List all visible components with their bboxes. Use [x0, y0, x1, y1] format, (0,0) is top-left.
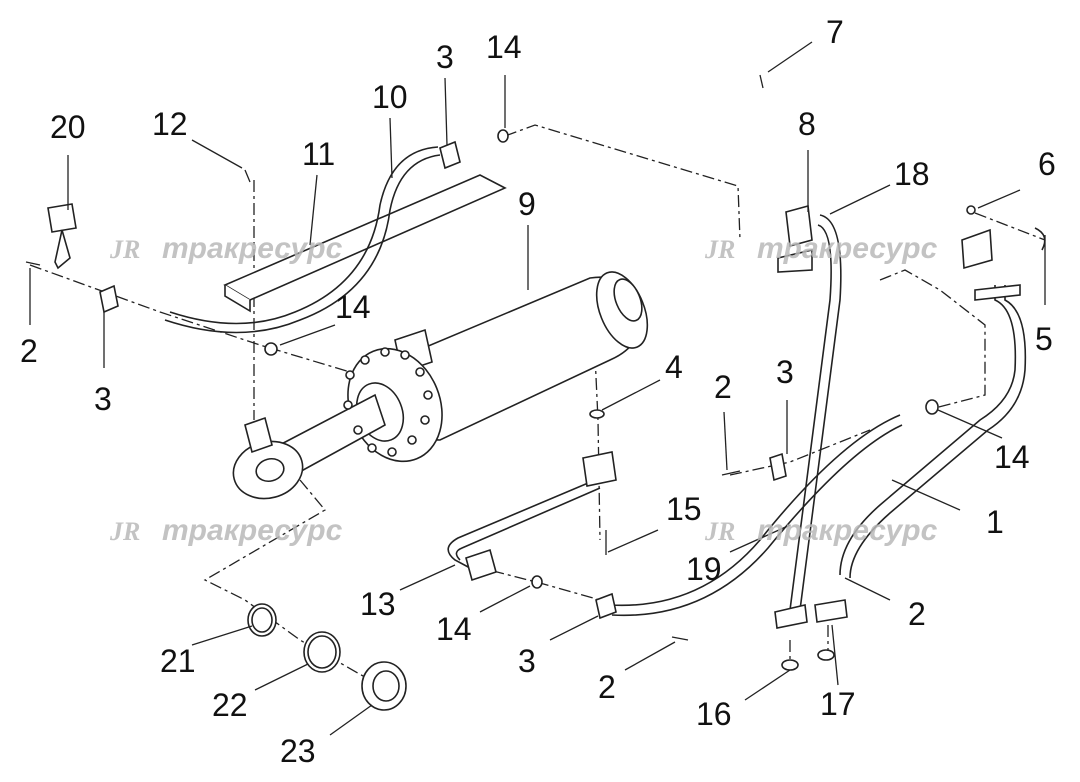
- callout-14-bottom: 14: [436, 611, 472, 647]
- watermark-1: JR тракресурс: [109, 232, 343, 265]
- callout-22: 22: [212, 687, 248, 723]
- callout-3-bottom: 3: [518, 643, 536, 679]
- svg-text:тракресурс: тракресурс: [162, 232, 343, 265]
- svg-text:JR: JR: [109, 517, 140, 546]
- callout-23: 23: [280, 733, 316, 769]
- callout-3-left: 3: [94, 381, 112, 417]
- svg-text:JR: JR: [704, 235, 735, 264]
- callout-2-right: 2: [908, 596, 926, 632]
- callout-3-top: 3: [436, 39, 454, 75]
- callout-13: 13: [360, 586, 396, 622]
- callout-19: 19: [686, 551, 722, 587]
- callout-7: 7: [826, 14, 844, 50]
- watermark-3: JR тракресурс: [109, 514, 343, 547]
- callout-17: 17: [820, 686, 856, 722]
- small-parts: [25, 74, 1046, 711]
- callout-16: 16: [696, 696, 732, 732]
- svg-text:JR: JR: [109, 235, 140, 264]
- assembly-lines: [29, 124, 1046, 681]
- callout-14-top: 14: [486, 29, 522, 65]
- callout-12: 12: [152, 106, 188, 142]
- svg-text:тракресурс: тракресурс: [757, 514, 938, 547]
- svg-text:тракресурс: тракресурс: [162, 514, 343, 547]
- hoses: [164, 146, 1027, 617]
- callout-2-left: 2: [20, 333, 38, 369]
- callout-2-mid: 2: [714, 369, 732, 405]
- callout-11: 11: [302, 136, 335, 172]
- callout-15: 15: [666, 491, 702, 527]
- svg-text:тракресурс: тракресурс: [757, 232, 938, 265]
- watermarks: JR тракресурс JR тракресурс JR тракресур…: [109, 232, 938, 547]
- leader-lines: [29, 41, 1046, 736]
- callout-9: 9: [518, 186, 536, 222]
- hydraulic-cylinder: [232, 271, 649, 500]
- watermark-2: JR тракресурс: [704, 232, 938, 265]
- callout-14-mid: 14: [335, 289, 371, 325]
- callout-3-mid: 3: [776, 354, 794, 390]
- callout-2-bottom: 2: [598, 669, 616, 705]
- mounting-plate: [223, 174, 507, 313]
- callout-20: 20: [50, 109, 86, 145]
- callout-10: 10: [372, 79, 408, 115]
- callout-21: 21: [160, 643, 196, 679]
- callout-18: 18: [894, 156, 930, 192]
- callout-4: 4: [665, 349, 683, 385]
- watermark-4: JR тракресурс: [704, 514, 938, 547]
- callout-5: 5: [1035, 321, 1053, 357]
- callout-labels: 7 14 3 10 20 12 11 8 18 6 9 14 5 2 4 3 2…: [20, 14, 1056, 769]
- callout-14-right: 14: [994, 439, 1030, 475]
- svg-text:JR: JR: [704, 517, 735, 546]
- callout-8: 8: [798, 106, 816, 142]
- callout-1: 1: [986, 504, 1004, 540]
- callout-6: 6: [1038, 146, 1056, 182]
